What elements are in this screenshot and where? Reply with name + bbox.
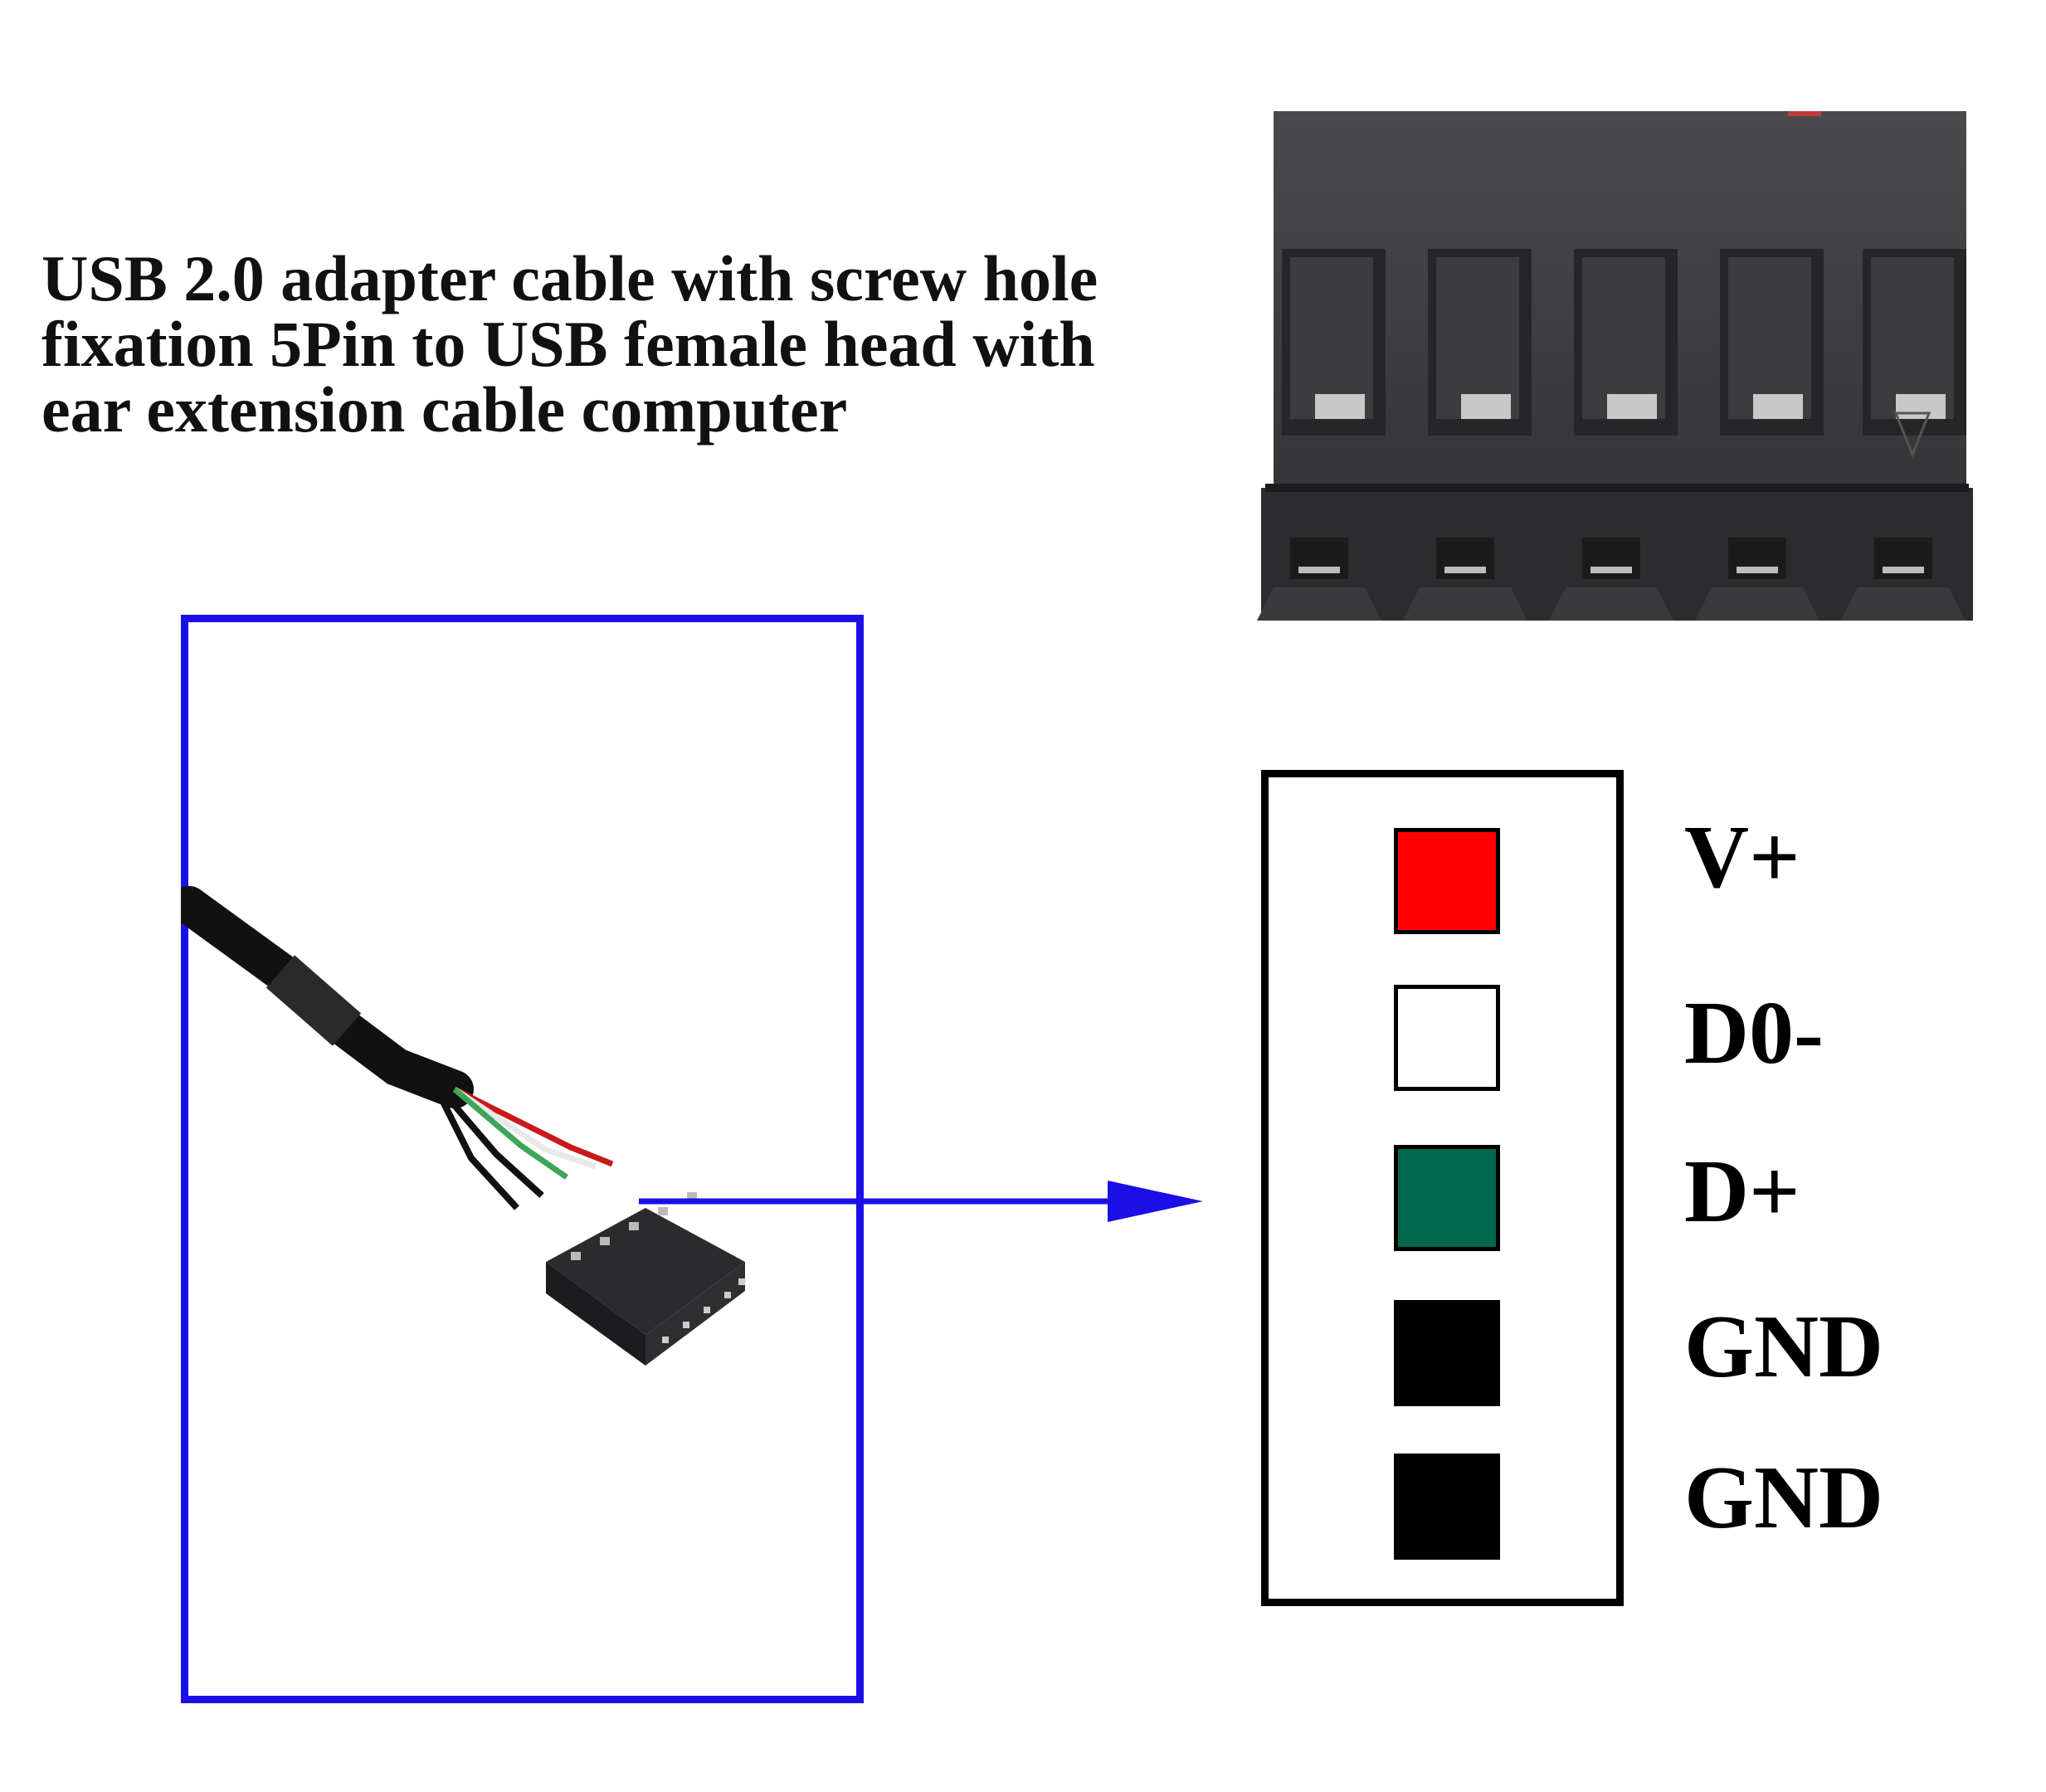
wire-red <box>453 1086 614 1167</box>
wire-black-2 <box>439 1098 519 1210</box>
connector-slots <box>1282 249 1966 436</box>
cable-photo-frame <box>181 615 864 1703</box>
pin-label-dplus: D+ <box>1684 1142 1800 1241</box>
pin-swatch-dplus <box>1394 1145 1500 1251</box>
title-line-2: fixation 5Pin to USB female head with <box>41 308 1095 380</box>
pointer-arrow <box>639 1181 1203 1222</box>
connector-closeup-image <box>1257 111 1973 621</box>
pin-swatch-vplus <box>1394 828 1500 934</box>
wire-green <box>452 1087 568 1180</box>
title-line-1: USB 2.0 adapter cable with screw hole <box>41 242 1099 314</box>
product-title: USB 2.0 adapter cable with screw hole fi… <box>41 246 1269 442</box>
wire-black-1 <box>443 1093 544 1198</box>
pin-swatch-gnd-1 <box>1394 1300 1500 1406</box>
pin-swatch-gnd-2 <box>1394 1454 1500 1560</box>
pin-label-d0minus: D0- <box>1684 984 1824 1083</box>
cable-connector-head <box>546 1192 745 1366</box>
pin-label-gnd-1: GND <box>1684 1298 1883 1396</box>
pin-swatch-d0minus <box>1394 985 1500 1091</box>
pin-label-vplus: V+ <box>1684 808 1800 907</box>
connector-pin-holes <box>1257 538 1966 621</box>
pinout-frame <box>1261 770 1624 1606</box>
title-line-3: ear extension cable computer <box>41 373 848 446</box>
pin-label-gnd-2: GND <box>1684 1449 1883 1547</box>
cable-image <box>181 886 745 1366</box>
wire-white <box>453 1087 597 1170</box>
